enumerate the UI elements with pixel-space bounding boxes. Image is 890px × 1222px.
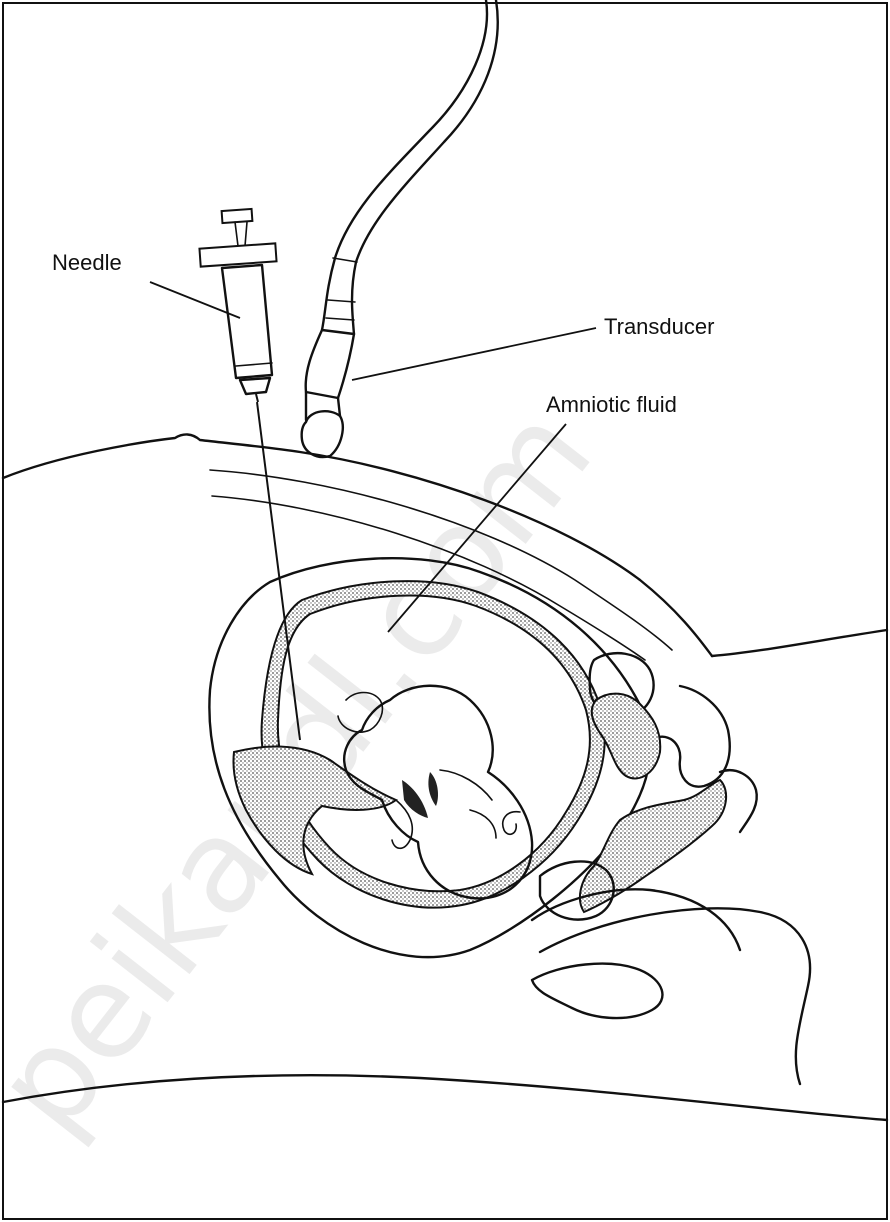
syringe-plunger-cap bbox=[222, 209, 253, 223]
label-needle: Needle bbox=[52, 250, 122, 275]
label-amniotic-fluid: Amniotic fluid bbox=[546, 392, 677, 417]
label-transducer: Transducer bbox=[604, 314, 714, 339]
